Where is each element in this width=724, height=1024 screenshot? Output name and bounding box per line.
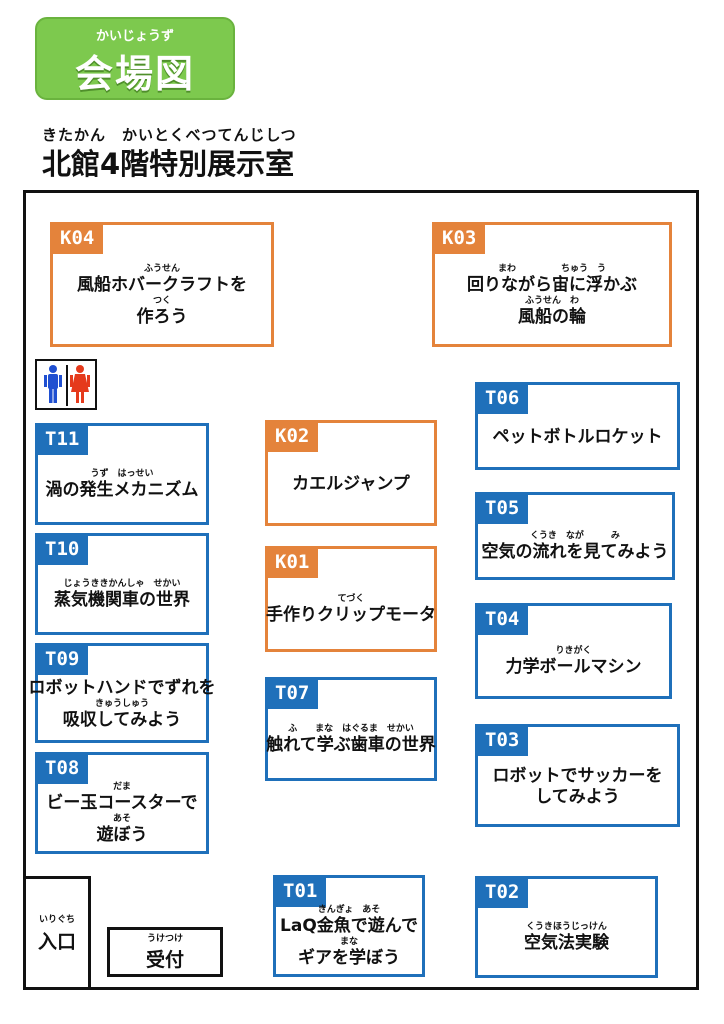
booth-t03[interactable]: T03 ロボットでサッカーを してみよう xyxy=(475,724,680,827)
booth-ruby: まわ ちゅう う xyxy=(497,263,606,274)
booth-title: 吸収してみよう xyxy=(62,709,182,730)
booth-id: T03 xyxy=(476,725,529,756)
map-title-ruby: かいじょうず xyxy=(95,29,174,44)
booth-k04[interactable]: K04 ふうせん 風船ホバークラフトを つく 作ろう xyxy=(50,222,274,347)
booth-ruby: つく xyxy=(152,295,171,306)
booth-title: 遊ぼう xyxy=(96,825,148,845)
map-title: 会場図 xyxy=(74,52,195,96)
booth-k01[interactable]: K01 てづく 手作りクリップモータ xyxy=(265,546,437,652)
entrance[interactable]: いりぐち 入口 xyxy=(23,876,91,990)
booth-title: ロボットハンドでずれを xyxy=(28,677,216,698)
booth-ruby: きんぎょ あそ xyxy=(317,905,381,915)
booth-ruby: だま xyxy=(113,782,131,792)
booth-title: 空気の流れを見てみよう xyxy=(481,542,669,562)
booth-title: 手作りクリップモータ xyxy=(266,605,436,625)
booth-ruby: りきがく xyxy=(555,646,592,656)
booth-id: T10 xyxy=(36,534,89,565)
booth-t11[interactable]: T11 うず はっせい 渦の発生メカニズム xyxy=(35,423,209,525)
booth-title: してみよう xyxy=(535,786,620,807)
booth-k03[interactable]: K03 まわ ちゅう う 回りながら宙に浮かぶ ふうせん わ 風船の輪 xyxy=(432,222,672,347)
booth-id: T01 xyxy=(274,876,327,907)
booth-title: 力学ボールマシン xyxy=(505,657,642,677)
booth-t06[interactable]: T06 ペットボトルロケット xyxy=(475,382,680,470)
map-title-badge: かいじょうず 会場図 xyxy=(35,17,235,100)
booth-t08[interactable]: T08 だま ビー玉コースターで あそ 遊ぼう xyxy=(35,752,209,854)
booth-title: 回りながら宙に浮かぶ xyxy=(467,274,637,295)
booth-t04[interactable]: T04 りきがく 力学ボールマシン xyxy=(475,603,672,699)
booth-ruby: てづく xyxy=(337,594,365,604)
booth-id: T06 xyxy=(476,383,529,414)
booth-ruby: まな xyxy=(339,937,358,947)
entrance-ruby: いりぐち xyxy=(38,915,75,925)
booth-id: T09 xyxy=(36,644,89,675)
booth-ruby: くうき なが み xyxy=(530,531,620,541)
booth-ruby: じょうききかんしゃ せかい xyxy=(63,579,181,589)
reception[interactable]: うけつけ 受付 xyxy=(107,927,223,977)
booth-title: ビー玉コースターで xyxy=(46,793,198,813)
booth-ruby: ふうせん わ xyxy=(524,295,579,306)
booth-id: T02 xyxy=(476,877,529,908)
booth-t10[interactable]: T10 じょうききかんしゃ せかい 蒸気機関車の世界 xyxy=(35,533,209,635)
booth-title: 渦の発生メカニズム xyxy=(45,480,199,500)
floor-name: 北館4階特別展示室 xyxy=(42,147,295,181)
booth-title: 空気法実験 xyxy=(524,933,609,953)
booth-id: K03 xyxy=(433,223,486,254)
booth-id: T05 xyxy=(476,493,529,524)
booth-title: 作ろう xyxy=(136,306,188,327)
reception-ruby: うけつけ xyxy=(146,934,183,944)
booth-ruby: くうきほうじっけん xyxy=(526,922,607,932)
booth-title: ペットボトルロケット xyxy=(492,426,663,447)
reception-label: 受付 xyxy=(145,949,184,971)
booth-id: T07 xyxy=(266,678,319,709)
booth-t02[interactable]: T02 くうきほうじっけん 空気法実験 xyxy=(475,876,658,978)
booth-t01[interactable]: T01 きんぎょ あそ LaQ金魚で遊んで まな ギアを学ぼう xyxy=(273,875,425,977)
booth-id: T08 xyxy=(36,753,89,784)
booth-ruby: あそ xyxy=(112,814,131,824)
booth-title: ギアを学ぼう xyxy=(298,948,400,968)
restroom-icon xyxy=(44,365,90,403)
booth-title: カエルジャンプ xyxy=(292,473,410,494)
restroom-divider xyxy=(66,365,68,406)
booth-ruby: ふ まな はぐるま せかい xyxy=(288,724,414,734)
booth-t09[interactable]: T09 ロボットハンドでずれを きゅうしゅう 吸収してみよう xyxy=(29,643,216,743)
booth-id: K04 xyxy=(51,223,104,254)
restroom xyxy=(35,359,97,410)
floor-name-ruby: きたかん かいとくべつてんじしつ xyxy=(42,126,297,144)
booth-ruby: きゅうしゅう xyxy=(94,698,149,709)
booth-k02[interactable]: K02 カエルジャンプ xyxy=(265,420,437,526)
booth-title: LaQ金魚で遊んで xyxy=(280,916,418,936)
booth-id: K01 xyxy=(266,547,319,578)
entrance-label: 入口 xyxy=(37,931,76,953)
booth-title: 触れて学ぶ歯車の世界 xyxy=(266,735,436,755)
booth-title: 蒸気機関車の世界 xyxy=(54,590,190,610)
booth-t07[interactable]: T07 ふ まな はぐるま せかい 触れて学ぶ歯車の世界 xyxy=(265,677,437,781)
booth-id: T11 xyxy=(36,424,89,455)
booth-ruby: ふうせん xyxy=(143,263,180,274)
booth-title: ロボットでサッカーを xyxy=(492,765,663,786)
booth-t05[interactable]: T05 くうき なが み 空気の流れを見てみよう xyxy=(475,492,675,580)
booth-id: T04 xyxy=(476,604,529,635)
booth-title: 風船ホバークラフトを xyxy=(77,274,247,295)
booth-ruby: うず はっせい xyxy=(90,469,154,479)
floor-outline xyxy=(23,190,699,990)
booth-id: K02 xyxy=(266,421,319,452)
booth-title: 風船の輪 xyxy=(518,306,586,327)
